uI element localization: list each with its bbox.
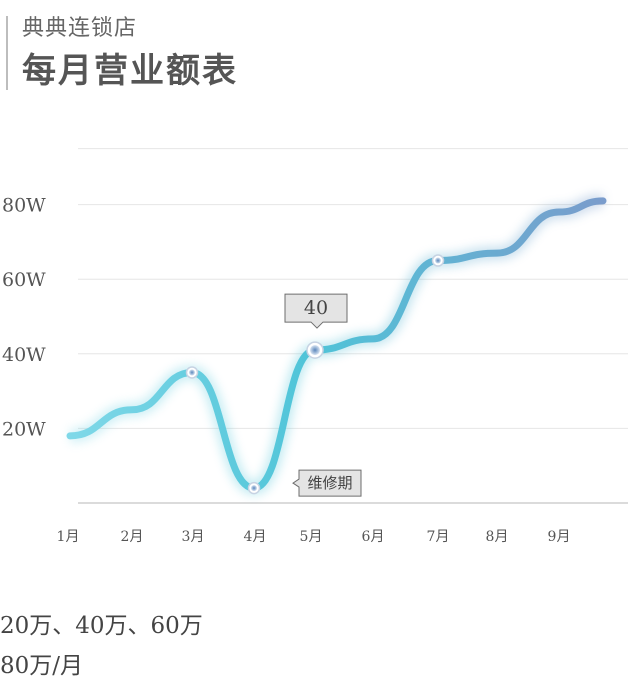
y-tick-label: 80W xyxy=(2,195,46,217)
header: 典典连锁店 每月营业额表 xyxy=(6,16,238,91)
y-tick-label: 20W xyxy=(2,418,46,440)
x-tick-label: 8月 xyxy=(486,529,509,545)
footer-line-1: 20万、40万、60万 xyxy=(0,613,203,639)
x-tick-label: 3月 xyxy=(182,529,205,545)
y-tick-label: 60W xyxy=(2,269,46,291)
footer-line-2: 80万/月 xyxy=(0,653,84,679)
y-tick-label: 40W xyxy=(2,344,46,366)
annotation-callout-label: 维修期 xyxy=(307,474,352,492)
x-tick-label: 7月 xyxy=(427,529,450,545)
data-point-marker-core xyxy=(251,485,257,492)
footer-note: 20万、40万、60万 80万/月 xyxy=(0,606,203,686)
chart-title: 每月营业额表 xyxy=(22,51,238,91)
store-name: 典典连锁店 xyxy=(22,16,138,41)
value-callout-label: 40 xyxy=(304,297,328,319)
x-tick-label: 5月 xyxy=(300,529,323,545)
annotation-callout-box xyxy=(292,469,362,497)
x-tick-label: 2月 xyxy=(121,529,144,545)
x-tick-label: 6月 xyxy=(362,529,385,545)
data-point-marker-core xyxy=(435,257,441,264)
value-callout-box xyxy=(284,293,348,329)
x-tick-label: 1月 xyxy=(57,529,80,545)
line-chart: 20W 40W 60W 80W 1月 2月 3月 4月 5月 6月 7月 8月 9月 40 维修期 xyxy=(2,148,628,545)
data-point-marker-core xyxy=(310,345,320,356)
x-tick-label: 4月 xyxy=(244,529,267,545)
x-tick-label: 9月 xyxy=(548,529,571,545)
series-line xyxy=(66,197,607,492)
data-point-marker-core xyxy=(189,369,195,376)
